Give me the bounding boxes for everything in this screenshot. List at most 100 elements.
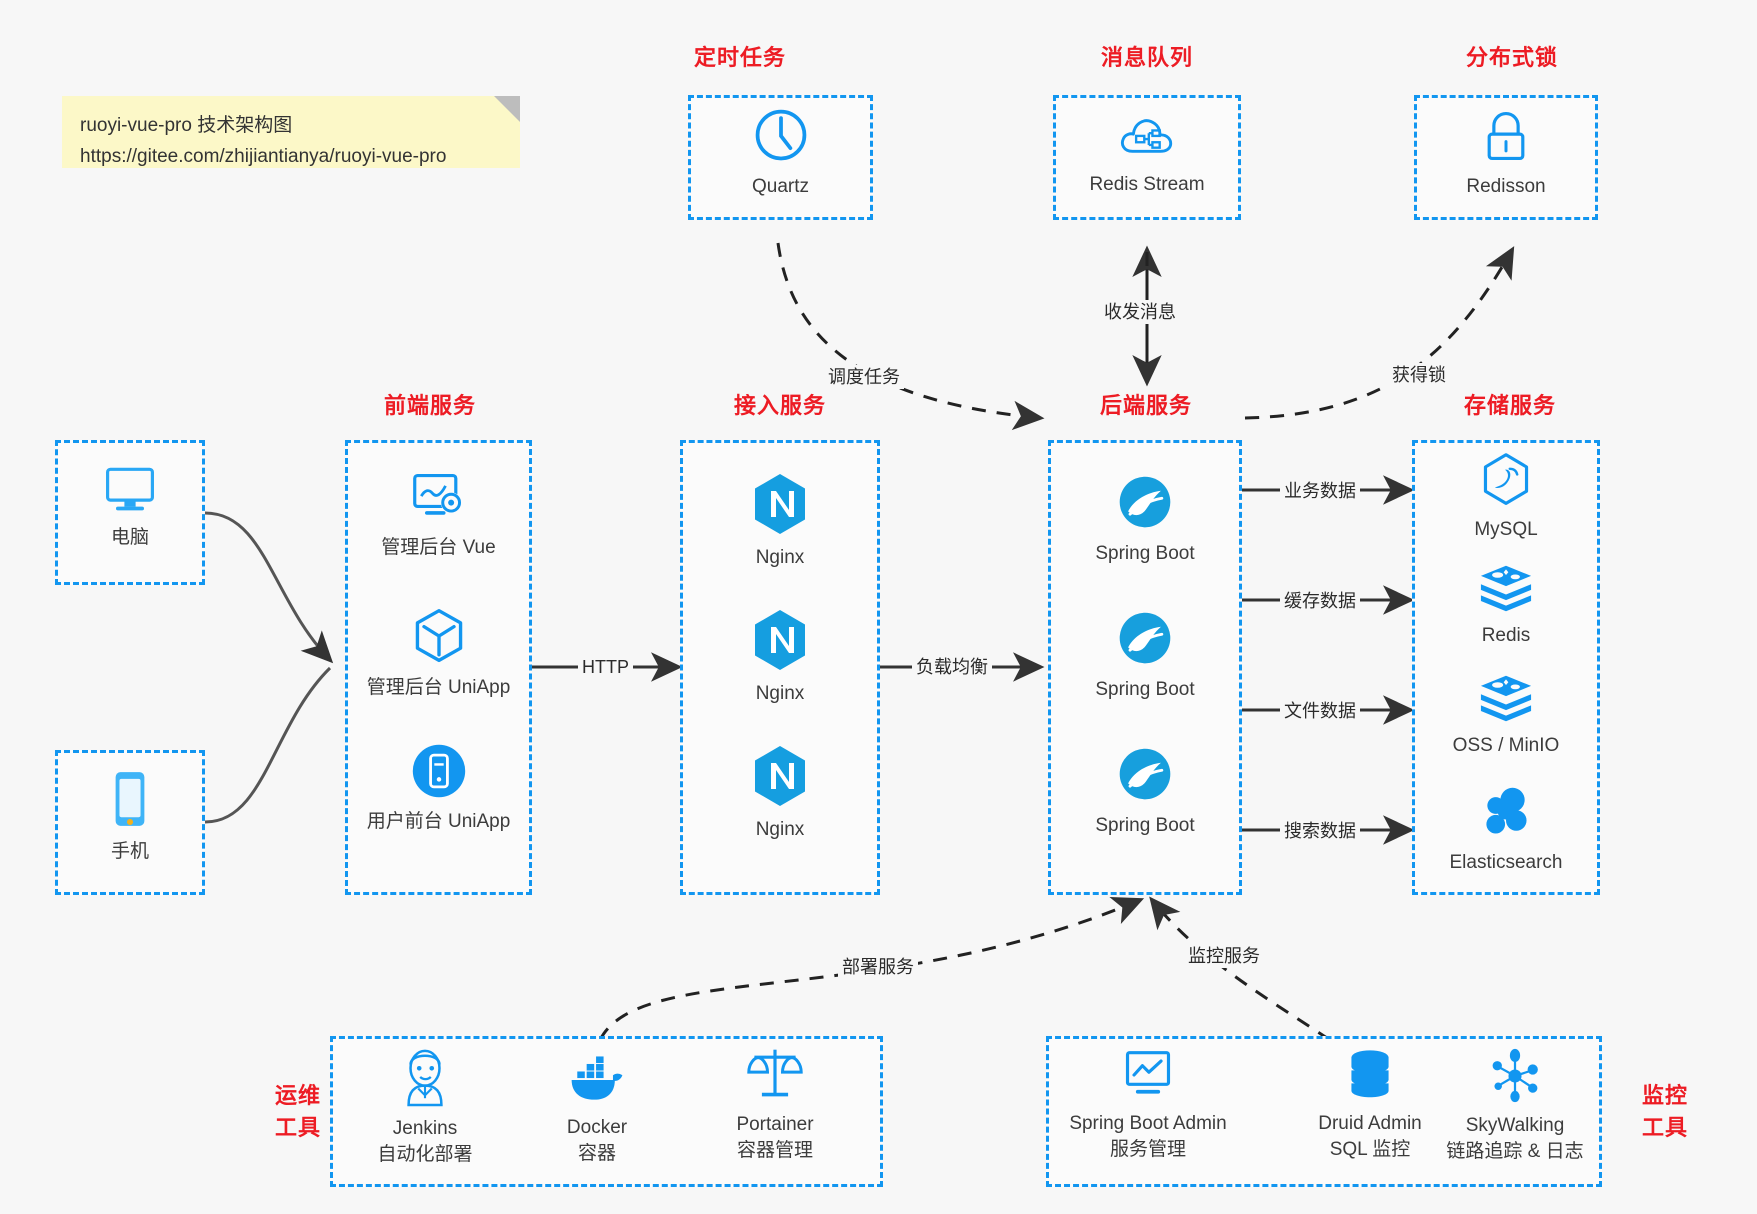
node-nginx-2[interactable]: Nginx (680, 608, 880, 707)
edge-label-monitor-service: 监控服务 (1184, 944, 1264, 968)
group-caption-devops-line-1: 运维 (274, 1083, 321, 1108)
nginx-icon (751, 608, 809, 677)
node-label: Elasticsearch (1449, 852, 1563, 873)
node-label: Spring Boot (1095, 679, 1195, 700)
phone-icon (107, 768, 153, 835)
group-caption-backend: 后端服务 (1099, 393, 1192, 418)
node-mysql[interactable]: MySQL (1412, 452, 1600, 543)
node-label: Portainer (736, 1114, 814, 1135)
node-admin-uniapp[interactable]: 管理后台 UniApp (345, 606, 532, 701)
desktop-icon (100, 460, 160, 521)
node-sublabel: SQL 监控 (1329, 1139, 1411, 1160)
node-label: 管理后台 Vue (381, 537, 496, 558)
node-label: Spring Boot (1095, 815, 1195, 836)
group-box-frontend (345, 440, 532, 895)
node-label: Quartz (751, 176, 810, 197)
node-druid-admin[interactable]: Druid Admin SQL 监控 (1280, 1048, 1460, 1163)
edge-label-schedule-task: 调度任务 (824, 365, 904, 389)
edge-label-http: HTTP (578, 655, 633, 679)
node-jenkins[interactable]: Jenkins 自动化部署 (340, 1045, 510, 1168)
node-nginx-1[interactable]: Nginx (680, 472, 880, 571)
node-oss-minio[interactable]: OSS / MinIO (1412, 672, 1600, 759)
node-phone[interactable]: 手机 (55, 768, 205, 865)
node-portainer[interactable]: Portainer 容器管理 (690, 1045, 860, 1164)
node-skywalking[interactable]: SkyWalking 链路追踪 & 日志 (1420, 1048, 1610, 1165)
node-label: Nginx (755, 819, 805, 840)
nginx-icon (751, 744, 809, 813)
node-label: Spring Boot (1095, 543, 1195, 564)
node-label: Redis (1481, 625, 1531, 646)
group-caption-storage: 存储服务 (1463, 393, 1556, 418)
node-label: 用户前台 UniApp (366, 811, 511, 832)
edge-label-acquire-lock: 获得锁 (1388, 363, 1450, 387)
group-caption-devops-line-2: 工具 (274, 1115, 321, 1140)
node-elasticsearch[interactable]: Elasticsearch (1412, 785, 1600, 876)
node-label: MySQL (1474, 519, 1538, 540)
group-caption-scheduler: 定时任务 (693, 45, 786, 70)
spring-boot-icon (1115, 472, 1175, 537)
note-fold-corner (494, 96, 520, 122)
node-nginx-3[interactable]: Nginx (680, 744, 880, 843)
cube-icon (409, 606, 469, 671)
group-caption-monitoring: 监控 工具 (1620, 1080, 1710, 1144)
node-redisson[interactable]: Redisson (1414, 107, 1598, 200)
note-line-1: ruoyi-vue-pro 技术架构图 (80, 115, 293, 136)
scales-icon (746, 1045, 804, 1108)
node-sublabel: 链路追踪 & 日志 (1446, 1141, 1584, 1162)
node-admin-vue[interactable]: 管理后台 Vue (345, 470, 532, 561)
node-label: Docker (566, 1117, 628, 1138)
group-box-devops (330, 1036, 883, 1187)
node-label: Nginx (755, 683, 805, 704)
node-label: 管理后台 UniApp (366, 677, 511, 698)
elasticsearch-icon (1477, 785, 1535, 846)
node-quartz[interactable]: Quartz (688, 105, 873, 200)
edge-label-search-data: 搜索数据 (1280, 819, 1360, 843)
edge-label-file-data: 文件数据 (1280, 699, 1360, 723)
node-label: Redis Stream (1089, 174, 1205, 195)
group-box-mq (1053, 95, 1241, 220)
node-label: Nginx (755, 547, 805, 568)
redis-icon (1477, 562, 1535, 619)
node-desktop[interactable]: 电脑 (55, 460, 205, 551)
node-redis-stream[interactable]: Redis Stream (1053, 107, 1241, 198)
node-label: Druid Admin (1318, 1113, 1422, 1134)
node-spring-boot-admin[interactable]: Spring Boot Admin 服务管理 (1048, 1048, 1248, 1163)
dashboard-gear-icon (408, 470, 470, 531)
node-sublabel: 容器 (577, 1143, 616, 1164)
node-label: SkyWalking (1465, 1115, 1565, 1136)
oss-icon (1477, 672, 1535, 729)
monitor-chart-icon (1120, 1048, 1176, 1107)
group-caption-lock: 分布式锁 (1465, 45, 1558, 70)
docker-icon (566, 1052, 628, 1111)
cloud-stream-icon (1118, 107, 1176, 168)
node-sublabel: 自动化部署 (377, 1144, 473, 1165)
node-spring-boot-1[interactable]: Spring Boot (1048, 472, 1242, 567)
group-box-client-desktop (55, 440, 205, 585)
group-caption-monitoring-line-2: 工具 (1641, 1115, 1688, 1140)
node-label: OSS / MinIO (1452, 735, 1560, 756)
spring-boot-icon (1115, 608, 1175, 673)
node-docker[interactable]: Docker 容器 (512, 1052, 682, 1167)
node-label: 手机 (110, 841, 149, 862)
node-label: Jenkins (392, 1118, 458, 1139)
group-caption-mq: 消息队列 (1100, 45, 1193, 70)
group-caption-devops: 运维 工具 (258, 1080, 338, 1144)
group-caption-frontend: 前端服务 (383, 393, 476, 418)
spring-boot-icon (1115, 744, 1175, 809)
jenkins-icon (397, 1045, 453, 1112)
node-redis[interactable]: Redis (1412, 562, 1600, 649)
group-box-monitoring (1046, 1036, 1602, 1187)
group-caption-monitoring-line-1: 监控 (1641, 1083, 1688, 1108)
node-spring-boot-2[interactable]: Spring Boot (1048, 608, 1242, 703)
note-line-2: https://gitee.com/zhijiantianya/ruoyi-vu… (80, 146, 447, 167)
node-user-uniapp[interactable]: 用户前台 UniApp (345, 742, 532, 835)
node-label: Redisson (1466, 176, 1546, 197)
node-spring-boot-3[interactable]: Spring Boot (1048, 744, 1242, 839)
edge-label-business-data: 业务数据 (1280, 479, 1360, 503)
node-label: 电脑 (110, 527, 149, 548)
nginx-icon (751, 472, 809, 541)
node-sublabel: 服务管理 (1109, 1139, 1186, 1160)
lock-icon (1478, 107, 1534, 170)
edge-label-load-balance: 负载均衡 (912, 655, 992, 679)
